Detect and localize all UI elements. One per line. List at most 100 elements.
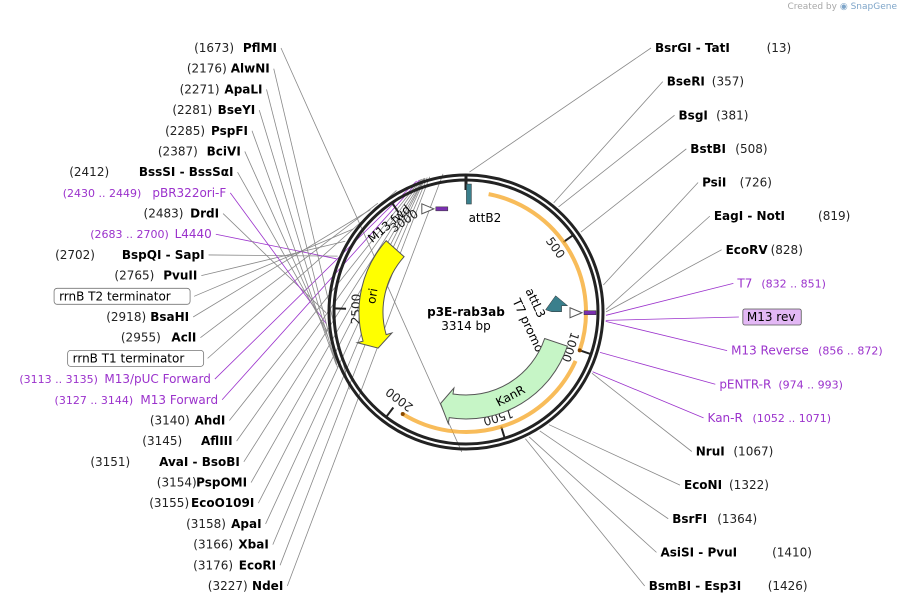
feature-kanr — [439, 337, 569, 426]
leader-line — [265, 177, 426, 525]
leader-line — [237, 171, 328, 332]
leader-line — [251, 130, 337, 365]
primer-name: pENTR-R — [719, 377, 771, 391]
leader-line — [525, 438, 646, 587]
leader-line — [599, 352, 716, 385]
primer-mark — [435, 206, 449, 212]
enzyme-site-label: EcoRV(828) — [726, 243, 803, 257]
enzyme-position: (2176) — [187, 62, 227, 76]
leader-line — [605, 249, 722, 313]
enzyme-position: (508) — [735, 142, 767, 156]
center-label: p3E-rab3ab 3314 bp — [427, 305, 505, 333]
enzyme-position: (3151) — [90, 455, 130, 469]
leader-line — [580, 148, 687, 233]
enzyme-site-label: AhdI(3140) — [150, 413, 226, 427]
enzyme-site-label: BsrFI(1364) — [672, 512, 757, 526]
enzyme-position: (2702) — [55, 248, 95, 262]
leader-line — [558, 114, 675, 208]
leader-line — [215, 233, 337, 260]
enzyme-name: EcoRI — [239, 558, 276, 572]
enzyme-name: PsiI — [702, 176, 726, 190]
primer-label: pENTR-R(974 .. 993) — [719, 377, 843, 391]
enzyme-name: BsrGI - TatI — [655, 41, 730, 55]
enzyme-position: (3158) — [186, 517, 226, 531]
primer-position: (2430 .. 2449) — [63, 187, 142, 200]
enzyme-site-label: NdeI (3227) — [208, 579, 284, 593]
enzyme-site-label: BsmBI - Esp3I(1426) — [649, 579, 808, 593]
enzyme-name: BstBI — [690, 142, 726, 156]
enzyme-site-label: BsaHI(2918) — [106, 310, 189, 324]
enzyme-name: ApaI — [231, 517, 261, 531]
enzyme-position: (3176) — [193, 558, 233, 572]
enzyme-site-label: ApaI (3158) — [186, 517, 262, 531]
enzyme-position: (1426) — [768, 579, 808, 593]
enzyme-site-label: ApaLI(2271) — [180, 82, 263, 96]
feature-box — [67, 349, 205, 367]
enzyme-site-label: AsiSI - PvuI (1410) — [660, 545, 812, 559]
primer-position: (856 .. 872) — [818, 345, 883, 358]
enzyme-site-label: BsgI(381) — [679, 108, 749, 122]
enzyme-site-label: EcoO109I(3155) — [149, 496, 254, 510]
enzyme-position: (3155) — [149, 496, 189, 510]
enzyme-site-label: XbaI(3166) — [193, 538, 269, 552]
enzyme-name: AsiSI - PvuI — [660, 545, 737, 559]
enzyme-name: NdeI — [252, 579, 283, 593]
enzyme-site-label: PflMI (1673) — [194, 41, 277, 55]
leader-line — [605, 321, 728, 352]
feature-box — [53, 287, 191, 305]
leader-line — [280, 47, 463, 453]
leader-line — [528, 436, 657, 553]
leader-line — [221, 179, 420, 401]
primer-position: (1052 .. 1071) — [753, 412, 832, 425]
feature-ori — [355, 240, 405, 349]
leader-line — [605, 282, 734, 316]
enzyme-site-label: PspFI (2285) — [165, 124, 248, 138]
enzyme-position: (3227) — [208, 579, 248, 593]
primer-mark — [583, 310, 597, 315]
orf-arcs — [400, 192, 588, 434]
enzyme-name: PspOMI — [196, 476, 247, 490]
leader-line — [469, 47, 652, 173]
leader-line — [214, 180, 417, 380]
enzyme-position: (819) — [818, 209, 850, 223]
primer-label: M13 Forward(3127 .. 3144) — [55, 393, 219, 407]
enzyme-name: EcoO109I — [191, 496, 254, 510]
primer-label: Kan-R(1052 .. 1071) — [708, 411, 832, 425]
enzyme-name: BssSI - BssSαI — [139, 165, 234, 179]
primer-name: M13 rev — [747, 310, 796, 324]
enzyme-position: (1364) — [717, 512, 757, 526]
labels: BsrGI - TatI(13)BseRI(357)BsgI(381)BstBI… — [19, 41, 882, 593]
enzyme-site-label: EagI - NotI(819) — [714, 209, 850, 223]
primer-highlight-box — [742, 308, 802, 326]
primer-name: pBR322ori-F — [152, 186, 226, 200]
enzyme-position: (1673) — [194, 41, 234, 55]
enzyme-position: (3154) — [157, 476, 197, 490]
enzyme-name: AhdI — [194, 413, 225, 427]
enzyme-position: (13) — [767, 41, 792, 55]
enzyme-position: (357) — [712, 75, 744, 89]
enzyme-name: AlwNI — [231, 62, 270, 76]
leader-line — [539, 430, 669, 520]
enzyme-name: PflMI — [243, 41, 277, 55]
leader-line — [605, 316, 739, 321]
enzyme-position: (2281) — [172, 103, 212, 117]
leader-line — [592, 371, 704, 419]
enzyme-site-label: PsiI(726) — [702, 176, 772, 190]
primer-position: (832 .. 851) — [761, 277, 826, 290]
enzyme-position: (1410) — [772, 545, 812, 559]
feature-m13-fwd — [421, 203, 436, 215]
enzyme-name: AflIII — [201, 434, 233, 448]
enzyme-name: PspFI — [211, 124, 248, 138]
primer-label: L4440(2683 .. 2700) — [90, 227, 212, 241]
enzyme-site-label: AflIII(3145) — [142, 434, 232, 448]
leader-line — [257, 178, 425, 504]
enzyme-name: PvuII — [163, 269, 197, 283]
enzyme-site-label: AvaI - BsoBI(3151) — [90, 455, 240, 469]
enzyme-position: (2285) — [165, 124, 205, 138]
leader-line — [266, 89, 338, 368]
snapgene-logo-icon: ◉ — [839, 2, 848, 12]
enzyme-name: XbaI — [238, 538, 268, 552]
leader-line — [548, 424, 681, 486]
enzyme-position: (2271) — [180, 82, 220, 96]
